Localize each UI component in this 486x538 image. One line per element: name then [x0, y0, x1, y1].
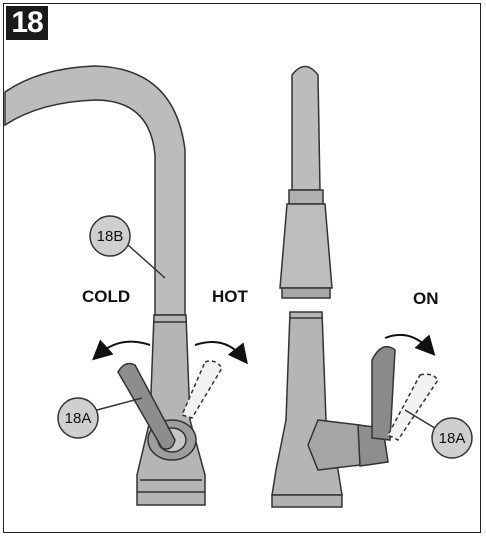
callout-18a-left-circle [57, 397, 99, 439]
front-faucet [4, 65, 223, 506]
step-number-badge: 18 [6, 6, 48, 40]
callout-18b-circle [89, 215, 131, 257]
side-handle-housing [307, 419, 361, 471]
callout-18b-leader [127, 244, 166, 279]
cold-label: COLD [82, 287, 131, 306]
hot-label: HOT [212, 287, 248, 306]
front-faucet-body [136, 314, 206, 506]
cold-rotation-arrow [92, 339, 151, 361]
side-spray-head [291, 65, 321, 191]
side-spray-collar [279, 203, 333, 289]
callout-18a-right-circle [431, 417, 473, 459]
side-faucet [271, 65, 439, 508]
callout-18a-left-leader [96, 397, 143, 411]
callout-18a-right-leader [404, 409, 439, 431]
on-rotation-arrow [384, 334, 436, 356]
front-handle-lever [117, 362, 176, 450]
front-handle-ghost [180, 360, 223, 419]
hot-rotation-arrow [194, 341, 248, 365]
callout-18a-left-label: 18A [65, 410, 92, 427]
front-spout-arc [4, 65, 186, 316]
side-handle-lever [371, 345, 396, 441]
callout-18a-right-label: 18A [439, 430, 466, 447]
callout-18b-label: 18B [97, 228, 124, 245]
side-handle-ghost [386, 373, 439, 441]
on-label: ON [413, 289, 439, 308]
